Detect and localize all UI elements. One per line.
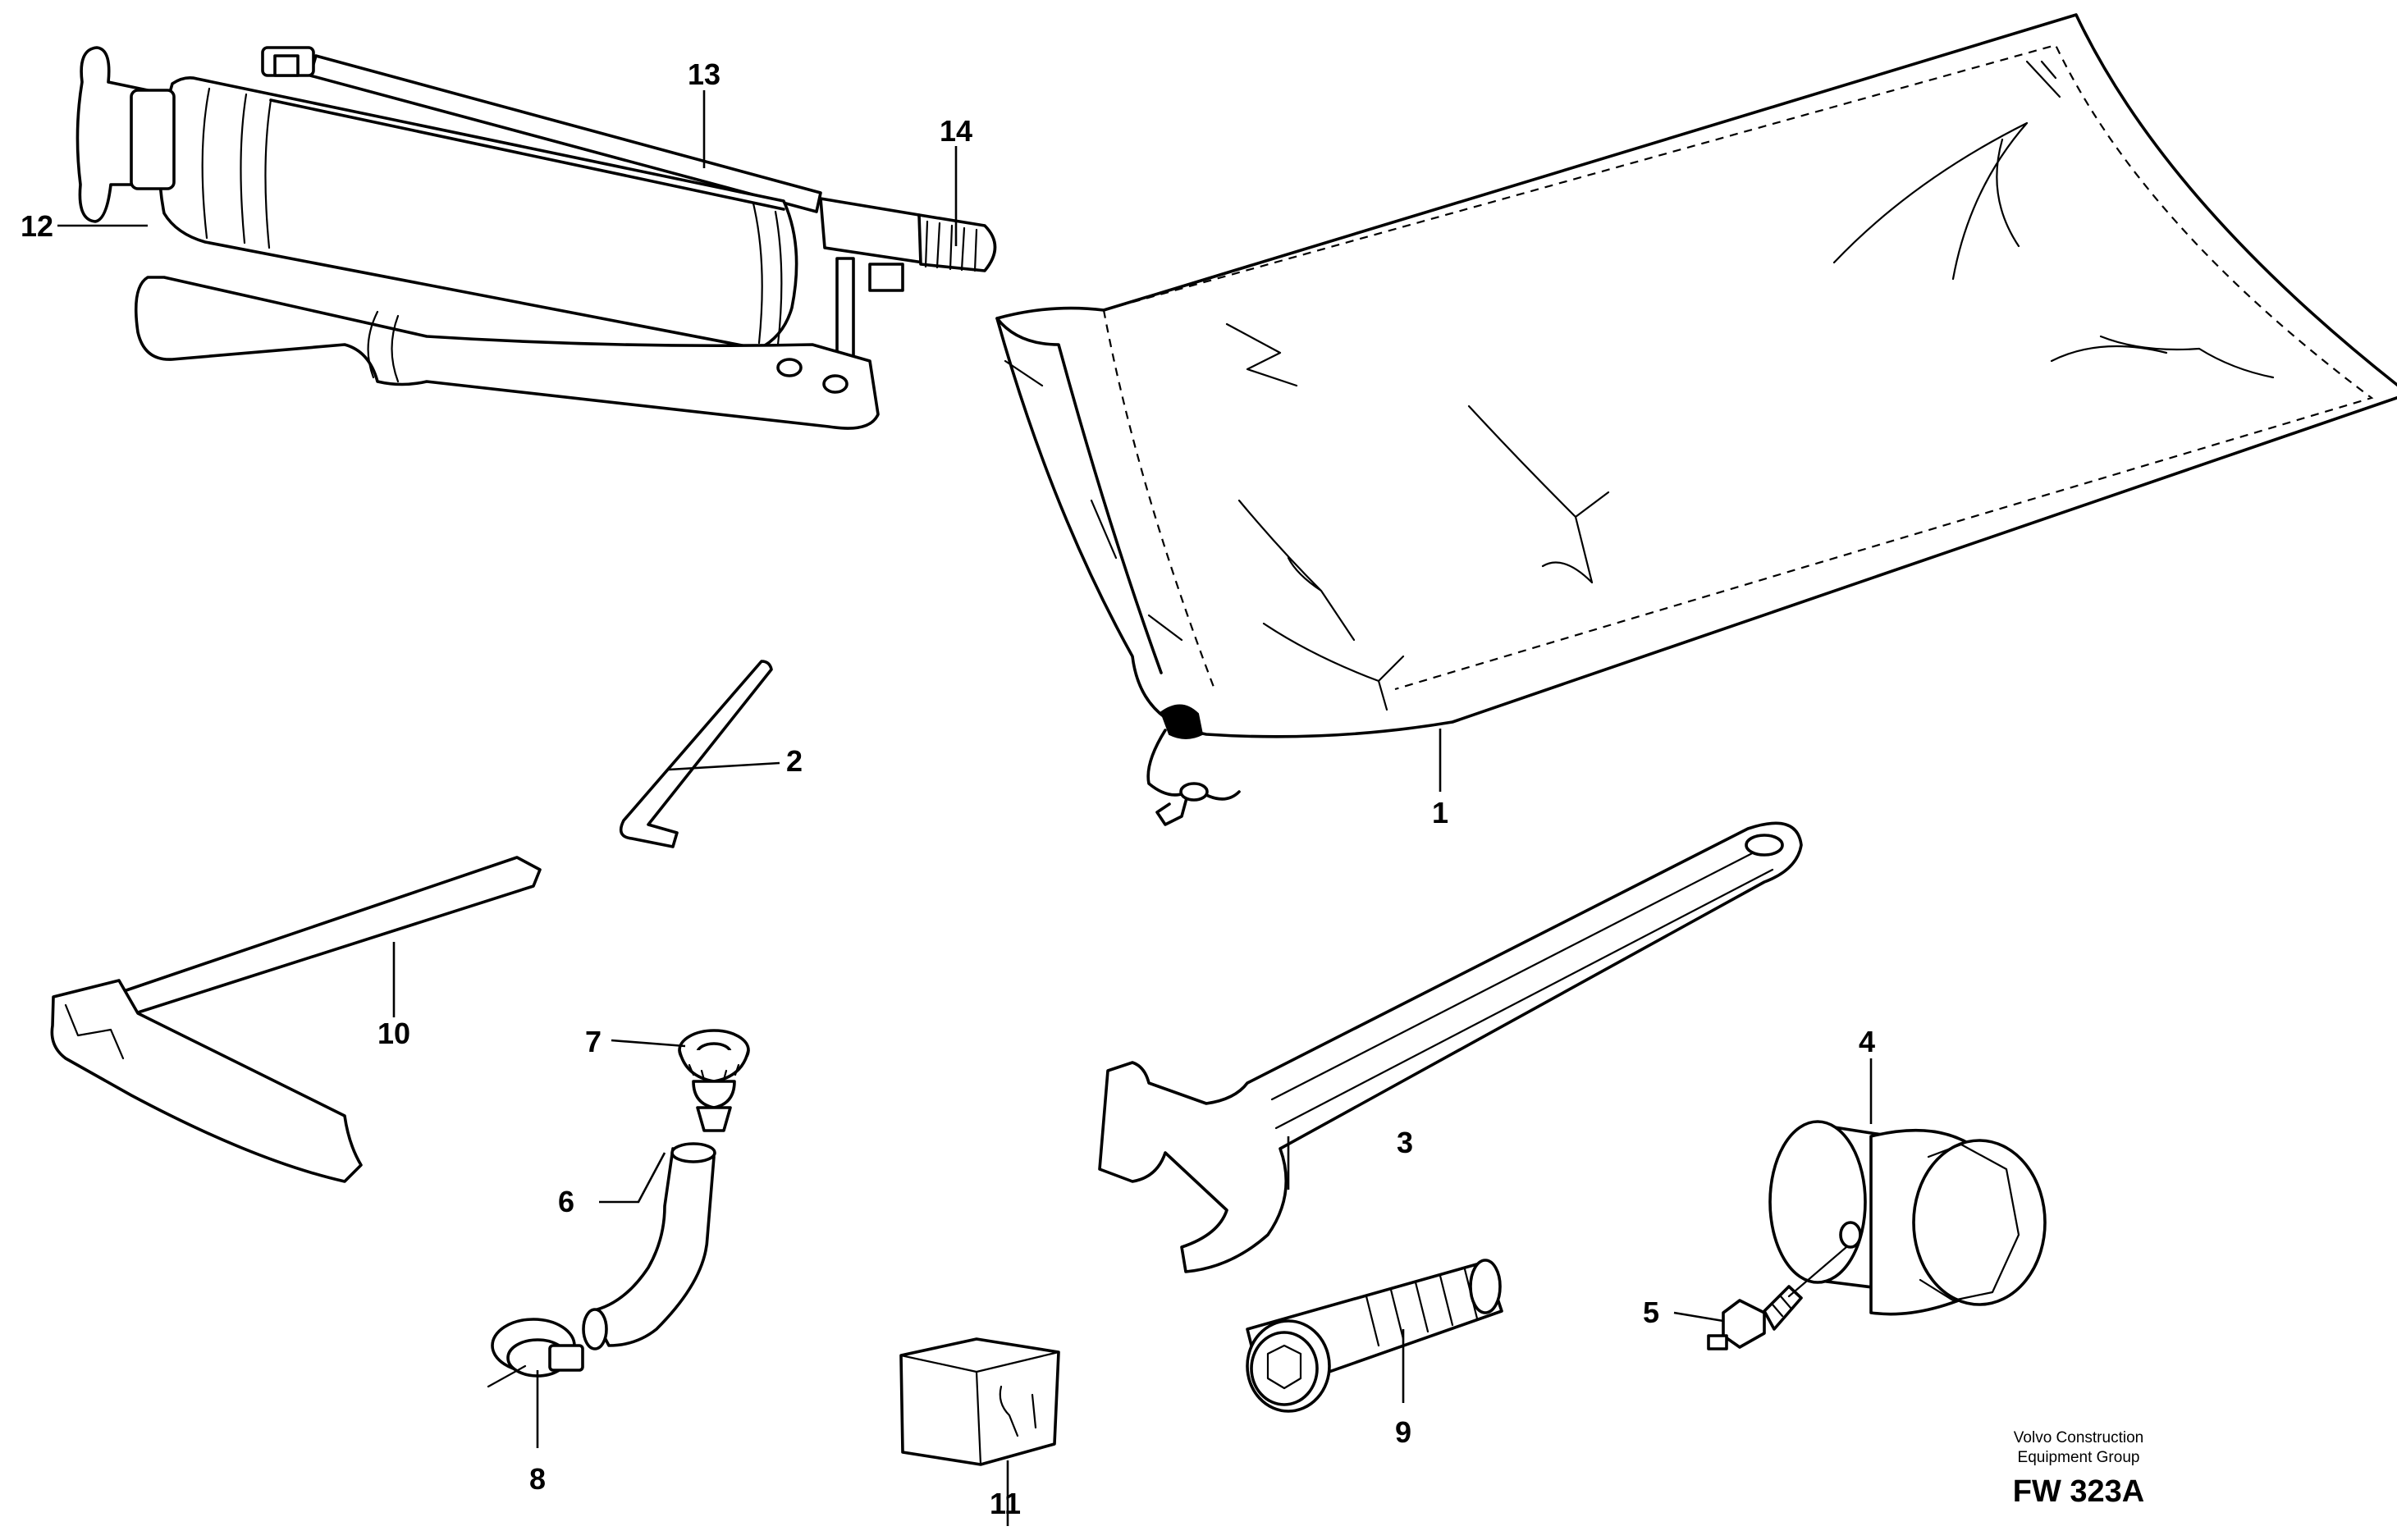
callout-8: 8 <box>529 1462 546 1496</box>
socket-illustration <box>1768 1120 2047 1316</box>
callout-1: 1 <box>1432 796 1448 829</box>
callout-9: 9 <box>1395 1415 1411 1449</box>
callout-3: 3 <box>1397 1126 1413 1159</box>
elbow-hose-illustration <box>582 1142 716 1350</box>
callout-11: 11 <box>990 1487 1021 1520</box>
leader-lines <box>57 90 1873 1526</box>
callout-12: 12 <box>21 209 53 243</box>
cap-screw-illustration <box>1246 1259 1503 1413</box>
callout-14: 14 <box>940 114 972 148</box>
fuse-illustration <box>899 1337 1060 1466</box>
cap-illustration <box>678 1029 750 1132</box>
t-tool-illustration <box>50 856 542 1183</box>
callout-2: 2 <box>786 744 803 778</box>
callout-10: 10 <box>377 1017 410 1050</box>
figure-code: FW 323A <box>2013 1474 2144 1509</box>
callout-5: 5 <box>1643 1296 1659 1329</box>
company-name-line1: Volvo Construction <box>2014 1429 2143 1446</box>
company-name-line2: Equipment Group <box>2018 1449 2140 1466</box>
hose-clamp-illustration <box>487 1318 584 1388</box>
callout-6: 6 <box>558 1185 574 1218</box>
grease-gun-illustration <box>75 46 997 430</box>
tool-bag-illustration <box>995 13 2397 826</box>
hex-key-illustration <box>619 660 773 848</box>
set-screw-illustration <box>1707 1245 1848 1350</box>
wrench-illustration <box>1098 821 1803 1273</box>
callout-13: 13 <box>688 57 720 91</box>
callout-4: 4 <box>1859 1025 1875 1058</box>
callout-7: 7 <box>585 1025 602 1058</box>
